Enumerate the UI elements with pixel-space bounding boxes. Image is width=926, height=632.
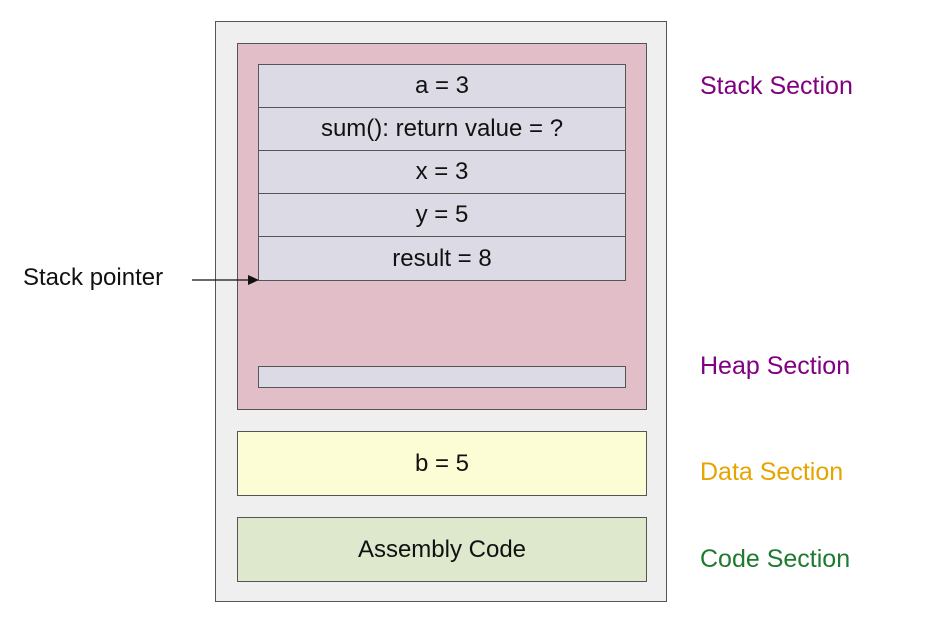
code-section-box: Assembly Code: [237, 517, 647, 582]
stack-row-return-value: sum(): return value = ?: [259, 108, 625, 151]
heap-section-label: Heap Section: [700, 352, 851, 380]
stack-row-x: x = 3: [259, 151, 625, 194]
stack-pointer-label: Stack pointer: [23, 264, 164, 291]
heap-block: [258, 366, 626, 388]
stack-pointer-arrow-icon: [192, 275, 259, 285]
code-section-value: Assembly Code: [357, 535, 527, 563]
data-section-label: Data Section: [700, 458, 844, 486]
data-section-value: b = 5: [414, 449, 470, 477]
stack-section-label: Stack Section: [700, 72, 853, 100]
data-section-box: b = 5: [237, 431, 647, 496]
stack-row-result: result = 8: [392, 244, 492, 272]
stack-row-a: a = 3: [259, 65, 625, 108]
stack-frame: a = 3 sum(): return value = ? x = 3 y = …: [258, 64, 626, 281]
stack-row-y: y = 5: [259, 194, 625, 237]
code-section-label: Code Section: [700, 545, 851, 573]
